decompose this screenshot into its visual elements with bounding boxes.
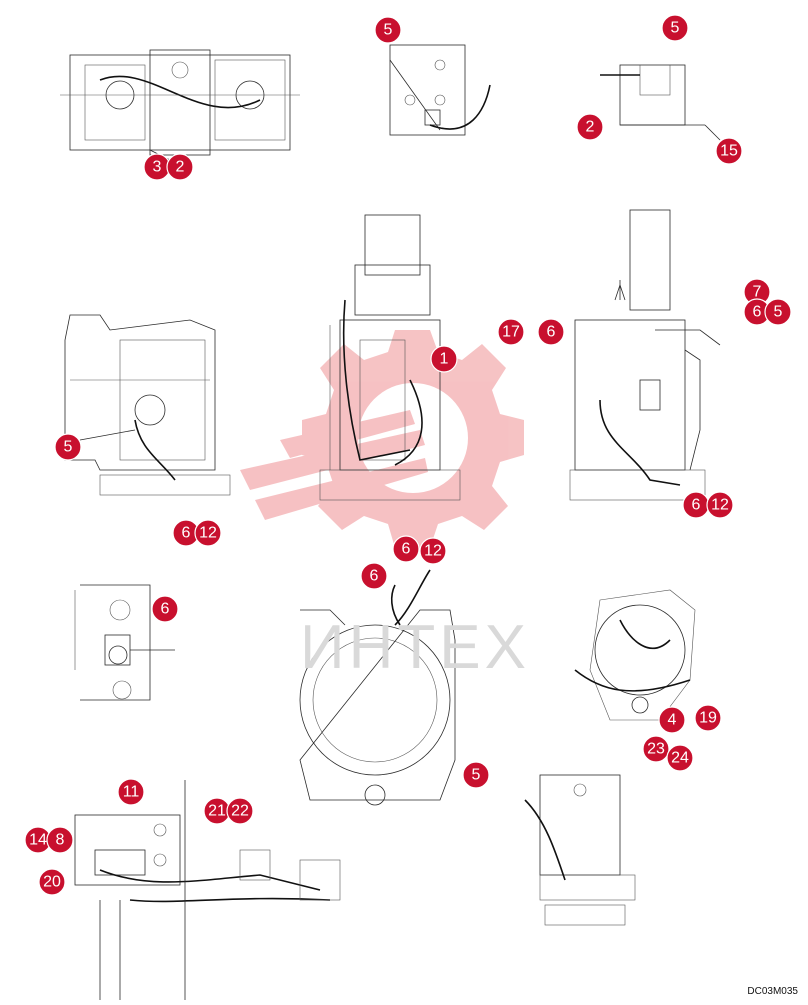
svg-text:6: 6 <box>692 497 701 514</box>
svg-text:5: 5 <box>384 22 393 39</box>
callout-6[interactable]: 6 <box>537 318 565 346</box>
callout-17[interactable]: 17 <box>497 318 525 346</box>
engine-right-view <box>569 209 721 501</box>
callout-12[interactable]: 12 <box>194 519 222 547</box>
callout-5[interactable]: 5 <box>661 14 689 42</box>
callout-6[interactable]: 6 <box>392 535 420 563</box>
callout-2[interactable]: 2 <box>576 113 604 141</box>
callout-24[interactable]: 24 <box>666 744 694 772</box>
callout-5[interactable]: 5 <box>764 298 792 326</box>
callout-4[interactable]: 4 <box>658 706 686 734</box>
svg-text:8: 8 <box>56 832 65 849</box>
svg-text:12: 12 <box>711 497 729 514</box>
relay-assembly <box>74 780 341 1000</box>
callout-11[interactable]: 11 <box>117 778 145 806</box>
svg-text:6: 6 <box>753 304 762 321</box>
svg-text:17: 17 <box>502 324 520 341</box>
svg-text:7: 7 <box>753 284 762 301</box>
svg-text:2: 2 <box>176 159 185 176</box>
callout-6[interactable]: 6 <box>360 562 388 590</box>
svg-text:5: 5 <box>671 20 680 37</box>
callout-22[interactable]: 22 <box>226 797 254 825</box>
svg-text:2: 2 <box>586 119 595 136</box>
svg-text:1: 1 <box>440 351 449 368</box>
alternator <box>574 589 696 721</box>
watermark-logo <box>240 330 524 548</box>
callout-14[interactable]: 14 <box>24 826 52 854</box>
flywheel-housing <box>299 569 456 806</box>
callout-21[interactable]: 21 <box>203 797 231 825</box>
callout-8[interactable]: 8 <box>46 826 74 854</box>
svg-text:6: 6 <box>370 568 379 585</box>
svg-text:23: 23 <box>647 741 665 758</box>
svg-text:5: 5 <box>64 439 73 456</box>
svg-text:3: 3 <box>153 159 162 176</box>
callout-5[interactable]: 5 <box>54 433 82 461</box>
svg-text:12: 12 <box>199 525 217 542</box>
callout-6[interactable]: 6 <box>151 595 179 623</box>
sensor-top-right <box>600 64 721 141</box>
watermark-text: ИНТЕХ <box>300 613 530 682</box>
svg-text:19: 19 <box>699 710 717 727</box>
svg-text:11: 11 <box>123 784 140 801</box>
svg-text:21: 21 <box>208 803 226 820</box>
callout-2[interactable]: 2 <box>166 153 194 181</box>
callout-5[interactable]: 5 <box>462 761 490 789</box>
callout-23[interactable]: 23 <box>642 735 670 763</box>
svg-text:15: 15 <box>720 143 738 160</box>
callout-5[interactable]: 5 <box>374 16 402 44</box>
pump-top-left <box>60 49 300 161</box>
svg-text:20: 20 <box>43 874 61 891</box>
bracket-detail-left <box>74 584 175 701</box>
callout-3[interactable]: 3 <box>143 153 171 181</box>
engine-left-view <box>64 314 231 496</box>
svg-text:14: 14 <box>29 832 47 849</box>
svg-text:6: 6 <box>182 525 191 542</box>
engine-center-view <box>319 214 461 501</box>
svg-text:6: 6 <box>161 601 170 618</box>
svg-text:24: 24 <box>671 750 689 767</box>
starter-motor <box>524 774 636 926</box>
svg-text:4: 4 <box>668 712 677 729</box>
svg-text:6: 6 <box>402 541 411 558</box>
callout-20[interactable]: 20 <box>38 868 66 896</box>
callout-19[interactable]: 19 <box>694 704 722 732</box>
callout-1[interactable]: 1 <box>430 345 458 373</box>
svg-text:5: 5 <box>472 767 481 784</box>
svg-text:5: 5 <box>774 304 783 321</box>
svg-text:22: 22 <box>231 803 249 820</box>
svg-text:6: 6 <box>547 324 556 341</box>
callout-12[interactable]: 12 <box>706 491 734 519</box>
callout-15[interactable]: 15 <box>715 137 743 165</box>
callout-12[interactable]: 12 <box>419 537 447 565</box>
svg-text:12: 12 <box>424 543 442 560</box>
bracket-top-middle <box>389 44 491 136</box>
callout-6[interactable]: 6 <box>682 491 710 519</box>
drawing-code: DC03M035 <box>747 986 798 997</box>
